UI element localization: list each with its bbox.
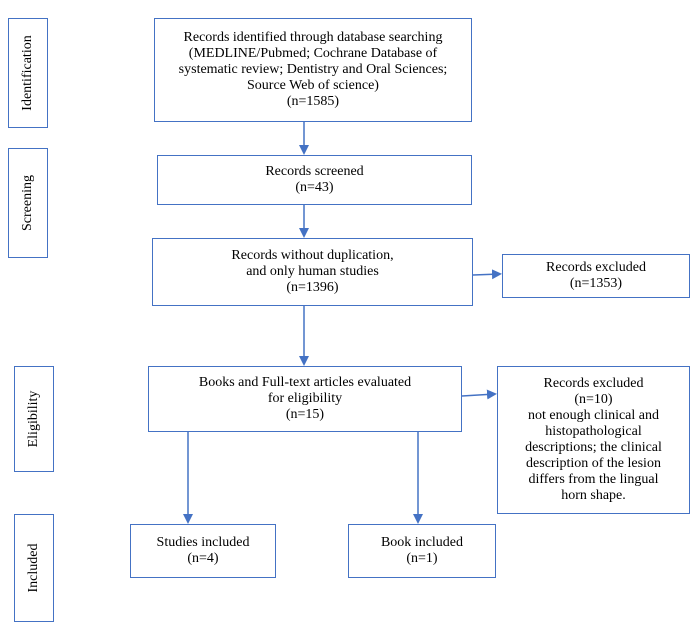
box-text-line: (n=43) <box>295 180 334 195</box>
box-text-line: Studies included <box>156 535 250 550</box>
box-text-line: (n=1396) <box>286 280 339 295</box>
box-text-line: (n=10) <box>574 392 613 407</box>
box-studies-included: Studies included (n=4) <box>130 524 276 578</box>
box-records-screened: Records screened (n=43) <box>157 155 472 205</box>
box-text-line: Records without duplication, <box>231 248 394 263</box>
box-book-included: Book included (n=1) <box>348 524 496 578</box>
box-text-line: (MEDLINE/Pubmed; Cochrane Database of <box>188 46 438 61</box>
box-text-line: and only human studies <box>246 264 379 279</box>
box-text-line: description of the lesion <box>526 456 661 471</box>
box-text-line: Book included <box>380 535 464 550</box>
box-text-line: (n=1353) <box>569 276 623 291</box>
box-records-identified: Records identified through database sear… <box>154 18 472 122</box>
box-fulltext-eligibility: Books and Full-text articles evaluated f… <box>148 366 462 432</box>
arrow-fulltext-to-excluded <box>461 389 497 400</box>
box-text-line: systematic review; Dentistry and Oral Sc… <box>178 62 448 77</box>
arrow-deduplicated-to-excluded <box>472 269 502 280</box>
box-text-line: (n=15) <box>285 407 325 422</box>
box-text-line: Source Web of science) <box>247 78 379 93</box>
box-text-line: differs from the lingual <box>528 472 659 487</box>
box-text-line: Records excluded <box>546 260 646 275</box>
box-text-line: Records identified through database sear… <box>183 30 443 45</box>
box-text-line: not enough clinical and <box>527 408 660 423</box>
box-text-line: (n=4) <box>187 551 219 566</box>
box-text-line: (n=1) <box>406 551 438 566</box>
box-text-line: Books and Full-text articles evaluated <box>198 375 412 390</box>
box-text-line: Records screened <box>265 164 364 179</box>
box-records-excluded-1: Records excluded (n=1353) <box>502 254 690 298</box>
box-records-no-duplication: Records without duplication, and only hu… <box>152 238 473 306</box>
stage-included: Included <box>14 514 54 622</box>
box-text-line: for eligibility <box>267 391 343 406</box>
box-text-line: histopathological <box>545 424 642 439</box>
box-text-line: horn shape. <box>561 488 626 503</box>
box-text-line: descriptions; the clinical <box>525 440 662 455</box>
stage-screening: Screening <box>8 148 48 258</box>
box-text-line: Records excluded <box>543 376 644 391</box>
box-records-excluded-2: Records excluded (n=10) not enough clini… <box>497 366 690 514</box>
box-text-line: (n=1585) <box>286 94 340 109</box>
stage-identification: Identification <box>8 18 48 128</box>
stage-eligibility: Eligibility <box>14 366 54 472</box>
